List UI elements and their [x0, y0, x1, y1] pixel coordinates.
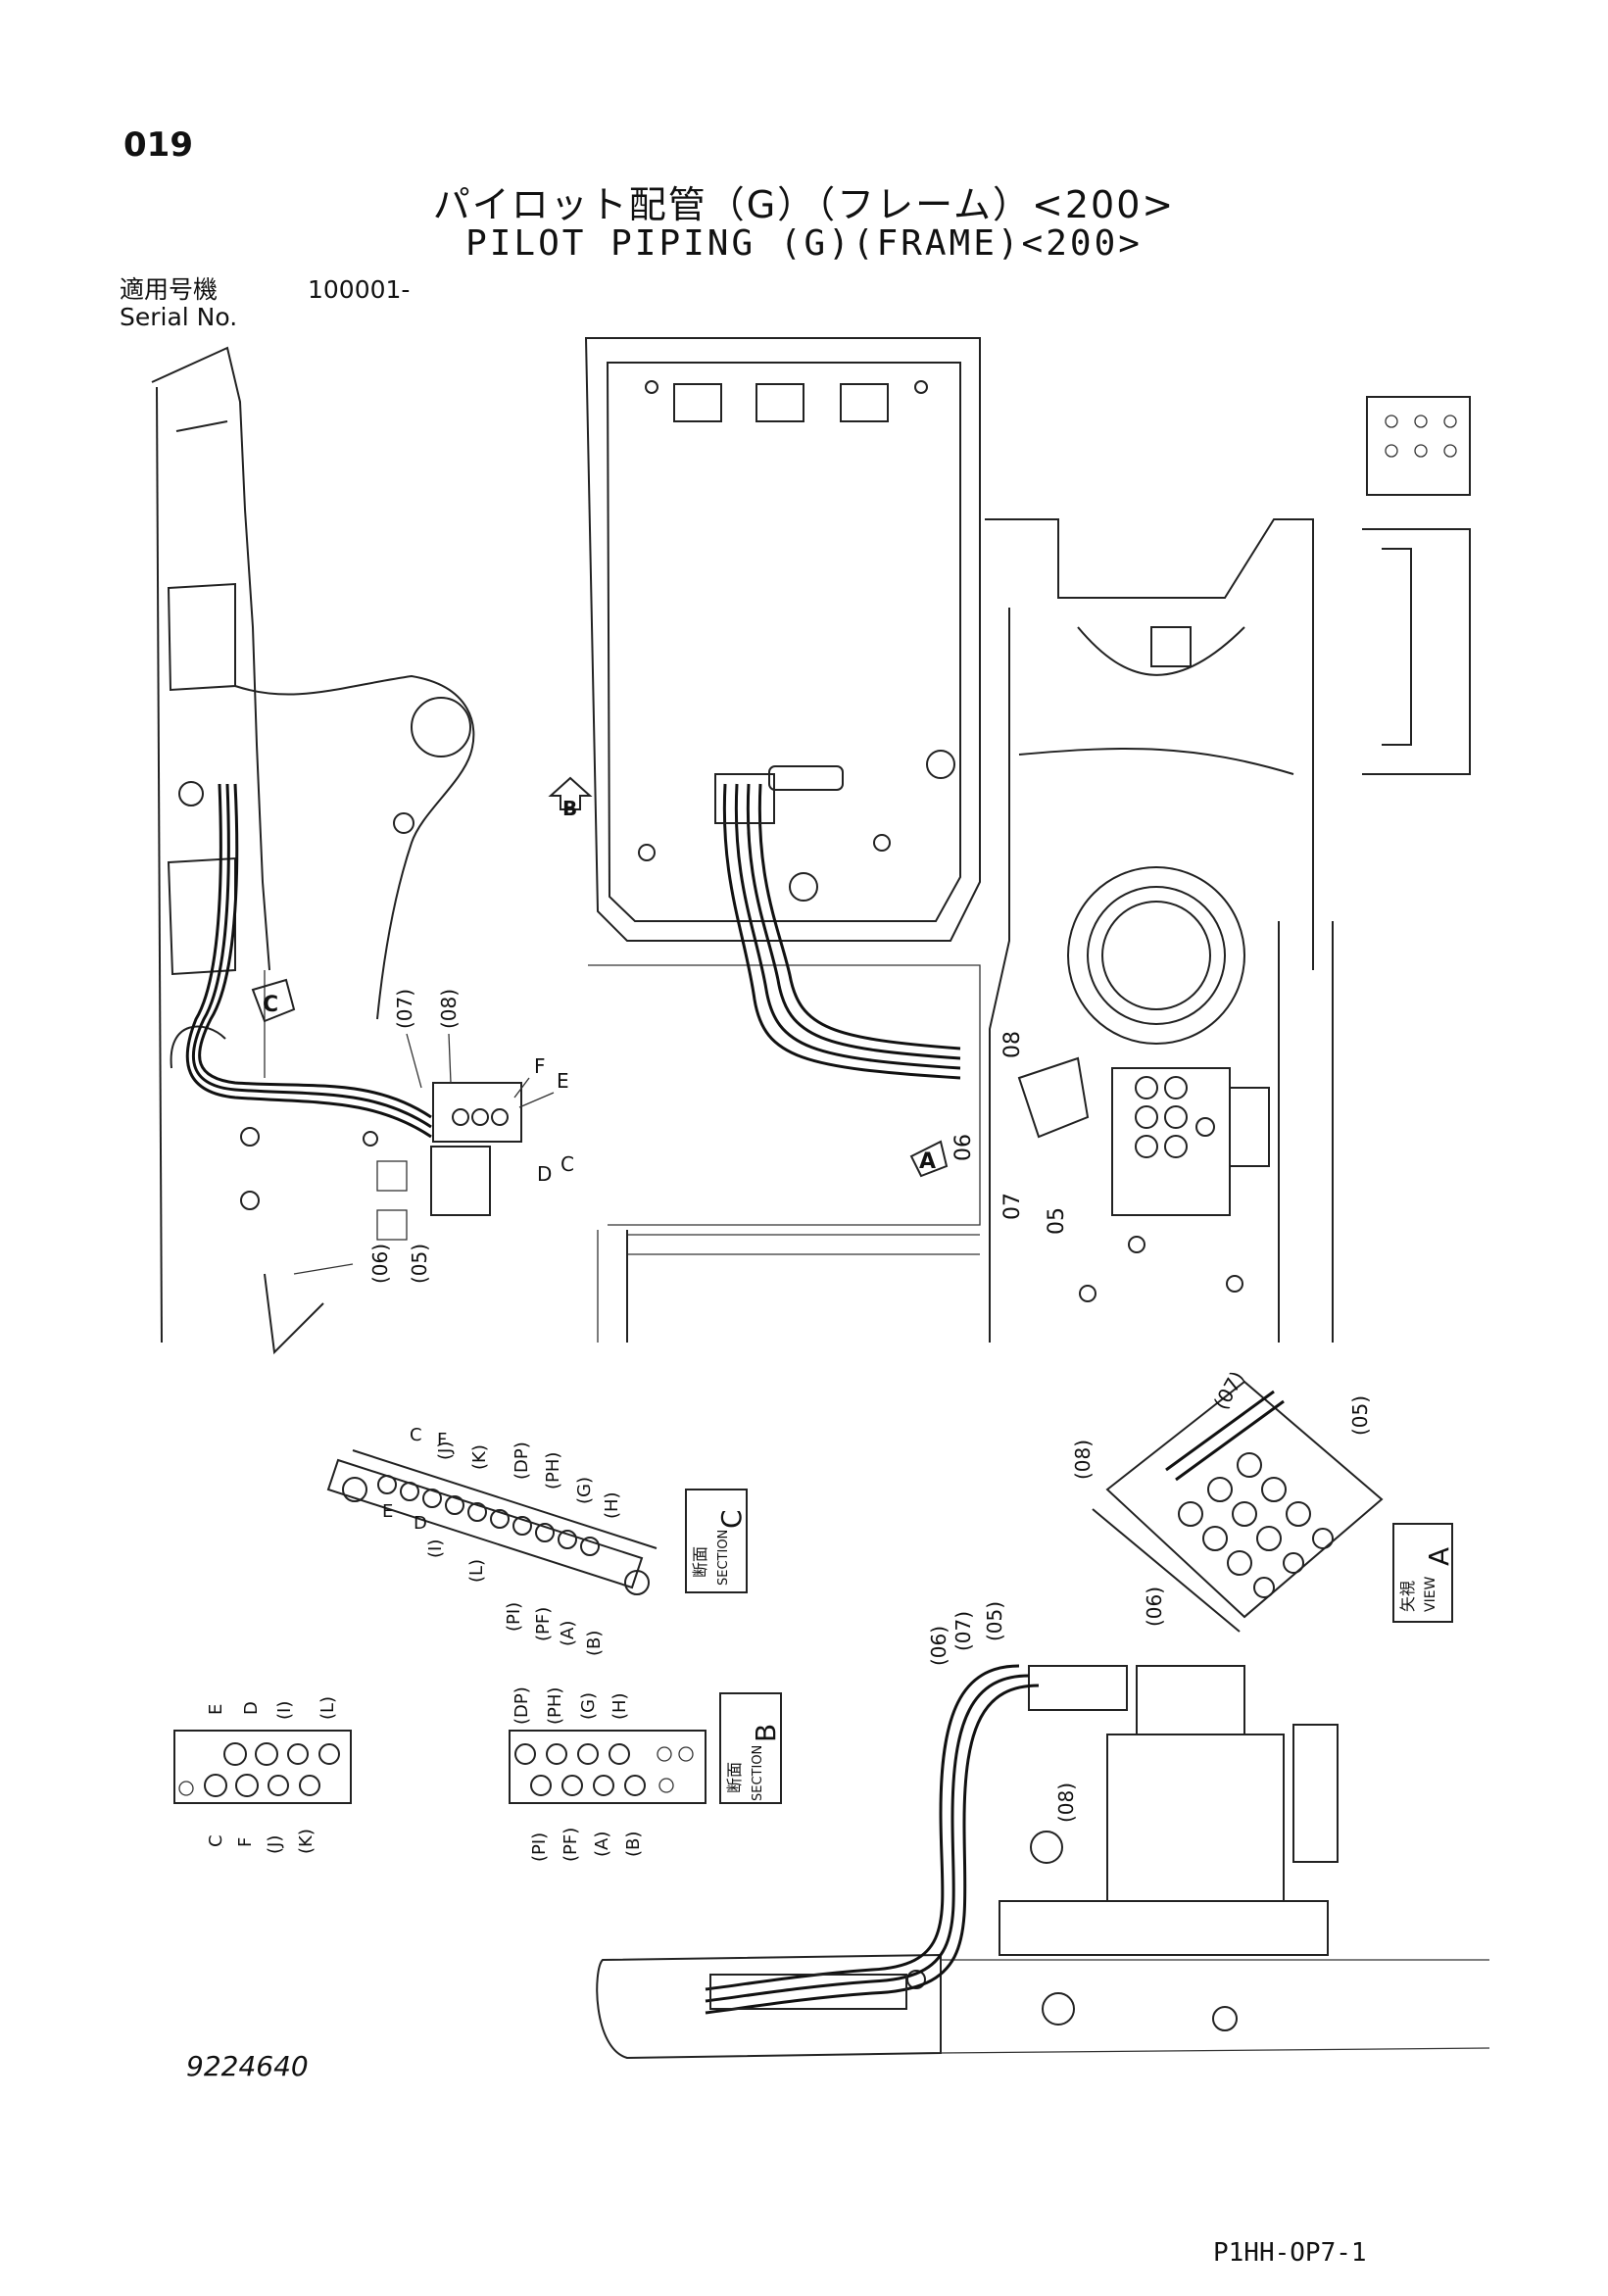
section-b-port-e: E: [206, 1704, 226, 1715]
section-b-letter: B: [750, 1724, 782, 1742]
view-marker-c: C: [251, 978, 296, 1023]
callout-left-08: (08): [437, 989, 461, 1029]
view-a-callout-05: (05): [1348, 1395, 1372, 1436]
section-b-port-b: (B): [623, 1832, 644, 1857]
callout-right-08: 08: [1000, 1031, 1025, 1058]
lower-right-side-view: (06) (07) (05) (08): [596, 1601, 1490, 2060]
section-b-port-i: (I): [274, 1701, 295, 1720]
callout-left-c: C: [560, 1152, 574, 1176]
view-a-callout-07: (07): [1209, 1367, 1249, 1414]
callout-right-06: 06: [951, 1134, 976, 1161]
section-c-port-pi: (PI): [504, 1602, 524, 1632]
serial-label-japanese: 適用号機: [120, 275, 219, 304]
section-c-port-f: F: [437, 1430, 447, 1450]
callout-left-e: E: [557, 1069, 569, 1093]
lower-callout-06: (06): [927, 1626, 950, 1666]
section-c-port-ph: (PH): [543, 1452, 563, 1490]
section-b-port-g: (G): [578, 1692, 599, 1720]
section-c-port-d: D: [414, 1513, 427, 1534]
section-b-port-h: (H): [609, 1692, 630, 1720]
view-a-diagram: (07) (05) (08) (06) 矢視 VIEW A: [1071, 1367, 1455, 1633]
section-b-port-pi: (PI): [529, 1832, 550, 1862]
lower-callout-05: (05): [983, 1601, 1006, 1641]
section-c-port-l: (L): [466, 1559, 487, 1583]
serial-number-value: 100001-: [308, 275, 411, 304]
view-marker-b: B: [548, 776, 593, 820]
callout-left-05: (05): [408, 1244, 431, 1284]
section-c-port-k: (K): [469, 1444, 490, 1470]
view-a-callout-06: (06): [1143, 1587, 1166, 1627]
section-b-label-jp: 断面: [725, 1762, 744, 1793]
left-manifold-block: [432, 1082, 522, 1143]
section-b-diagram: E D (I) (L) C F (J) (K) (DP) (PH) (G) (H…: [173, 1686, 782, 1862]
section-b-port-k: (K): [296, 1829, 317, 1854]
sheet-identifier: P1HH-OP7-1: [1213, 2238, 1367, 2268]
section-b-port-a: (A): [592, 1832, 612, 1857]
section-c-label-box: [685, 1489, 748, 1593]
section-c-diagram: C F (J) (K) E D (I) (L) (DP) (PH) (G) (H…: [326, 1425, 748, 1656]
section-c-port-i: (I): [425, 1539, 446, 1558]
section-b-label-box: [719, 1692, 782, 1804]
section-c-port-pf: (PF): [533, 1607, 554, 1641]
lower-callout-08: (08): [1054, 1783, 1078, 1823]
lower-valve-body: [1106, 1734, 1285, 1902]
section-b-port-j: (J): [265, 1835, 285, 1854]
serial-label-english: Serial No.: [120, 303, 238, 331]
view-marker-b-label: B: [562, 797, 577, 820]
section-c-port-a: (A): [558, 1621, 578, 1646]
control-valve-block: [1111, 1067, 1231, 1216]
section-c-label-jp: 断面: [691, 1546, 709, 1578]
callout-right-05: 05: [1045, 1207, 1069, 1235]
section-b-port-f: F: [235, 1837, 256, 1847]
section-c-port-dp: (DP): [512, 1441, 532, 1480]
lower-port-block: [709, 1974, 907, 2010]
serial-number-block: 適用号機 Serial No. 100001-: [120, 275, 410, 331]
section-c-port-c: C: [410, 1425, 422, 1445]
section-b-label-en: SECTION: [751, 1745, 765, 1801]
left-frame-drawing: C (07) (08) F E D C (06) (05): [151, 346, 574, 1355]
section-c-port-e: E: [382, 1501, 393, 1522]
section-c-port-j: (J): [435, 1441, 456, 1460]
main-frame-top-view: B: [548, 337, 981, 1343]
callout-left-d: D: [537, 1162, 552, 1186]
callout-left-06: (06): [368, 1244, 392, 1284]
section-b-port-ph: (PH): [545, 1687, 565, 1725]
view-a-label-en: VIEW: [1423, 1576, 1438, 1612]
callout-left-07: (07): [393, 989, 416, 1029]
page-number: 019: [123, 125, 193, 165]
callout-left-f: F: [534, 1054, 546, 1078]
section-b-port-pf: (PF): [560, 1828, 581, 1862]
view-marker-c-label: C: [263, 993, 278, 1017]
section-c-port-h: (H): [602, 1491, 622, 1519]
view-a-letter: A: [1423, 1547, 1455, 1566]
pilot-manifold-block: [1017, 1056, 1090, 1139]
view-a-label-jp: 矢視: [1398, 1581, 1417, 1612]
section-b-port-d: D: [241, 1701, 262, 1715]
section-b-port-l: (L): [317, 1696, 338, 1720]
section-b-port-dp: (DP): [512, 1686, 532, 1725]
page-title-japanese: パイロット配管（G）（フレーム）<200>: [432, 183, 1176, 226]
lower-callout-07: (07): [951, 1611, 975, 1651]
callout-right-07: 07: [1000, 1193, 1025, 1220]
page-title-english: PILOT PIPING (G)(FRAME)<200>: [465, 223, 1143, 264]
section-b-port-c: C: [206, 1834, 226, 1847]
section-c-port-g: (G): [574, 1477, 595, 1504]
view-a-label-box: [1392, 1523, 1453, 1623]
drawing-number: 9224640: [186, 2050, 309, 2082]
view-marker-a: A: [909, 1140, 949, 1178]
view-marker-a-label: A: [919, 1149, 936, 1174]
right-frame-valve-view: A 08 06 07 05: [909, 396, 1471, 1343]
section-c-letter: C: [715, 1509, 748, 1529]
section-c-port-b: (B): [584, 1631, 605, 1656]
section-c-label-en: SECTION: [716, 1530, 731, 1586]
view-a-callout-08: (08): [1071, 1440, 1095, 1480]
